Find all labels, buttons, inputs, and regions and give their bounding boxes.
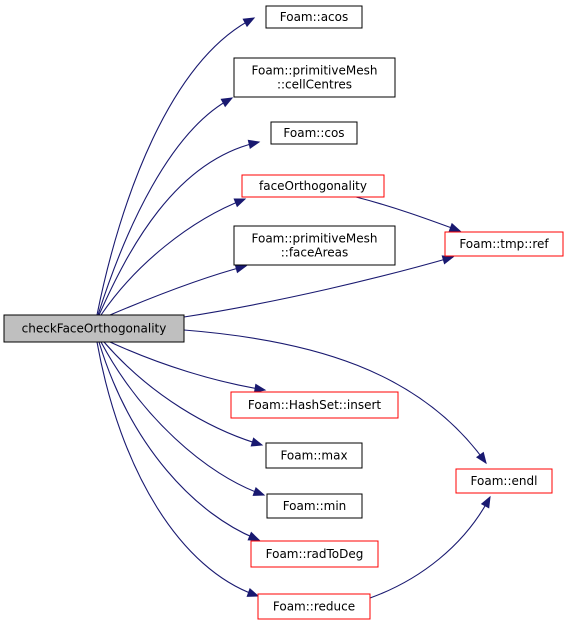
node-box	[257, 593, 371, 620]
node-label: Foam::tmp::ref	[459, 237, 549, 251]
node-box	[270, 121, 358, 145]
node-max[interactable]: Foam::max	[265, 442, 363, 469]
node-endl[interactable]: Foam::endl	[455, 468, 553, 494]
arrowhead	[448, 222, 462, 232]
arrowhead	[246, 587, 260, 597]
arrowhead	[250, 437, 264, 447]
arrowhead	[480, 495, 491, 509]
edge-root-acos	[96, 17, 256, 316]
edge-line	[100, 198, 246, 316]
node-box	[241, 174, 385, 198]
edges-layer	[96, 17, 491, 599]
edge-root-endl	[183, 329, 487, 465]
arrowhead	[233, 198, 247, 208]
edge-line	[369, 496, 491, 599]
arrowhead	[252, 486, 266, 496]
edge-root-cellCentres	[97, 97, 234, 316]
node-radToDeg[interactable]: Foam::radToDeg	[250, 540, 379, 568]
arrowhead	[253, 383, 267, 393]
arrowhead	[242, 17, 256, 28]
arrowhead	[441, 255, 455, 265]
nodes-layer: checkFaceOrthogonality Foam::acosFoam::pr…	[3, 5, 564, 620]
node-box	[265, 5, 363, 29]
edge-faceOrthogonality-tmpRef	[355, 196, 462, 232]
node-cos[interactable]: Foam::cos	[270, 121, 358, 145]
node-min[interactable]: Foam::min	[266, 493, 363, 519]
edge-root-radToDeg	[98, 341, 261, 541]
node-faceAreas[interactable]: Foam::primitiveMesh::faceAreas	[233, 225, 396, 266]
node-label: Foam::cos	[283, 126, 344, 140]
node-label: ::cellCentres	[277, 78, 352, 92]
node-box	[250, 540, 379, 568]
node-label: Foam::HashSet::insert	[248, 398, 381, 412]
node-label: ::faceAreas	[281, 246, 349, 260]
node-label: Foam::min	[283, 499, 347, 513]
edge-line	[100, 341, 265, 496]
arrowhead	[220, 97, 234, 108]
node-reduce[interactable]: Foam::reduce	[257, 593, 371, 620]
edge-line	[96, 17, 255, 316]
edge-line	[109, 341, 266, 391]
arrowhead	[234, 264, 248, 274]
edge-root-faceOrthogonality	[100, 198, 247, 316]
edge-line	[183, 329, 487, 464]
node-tmpRef[interactable]: Foam::tmp::ref	[444, 231, 564, 257]
edge-line	[109, 265, 247, 316]
node-insert[interactable]: Foam::HashSet::insert	[230, 391, 399, 419]
node-label: faceOrthogonality	[259, 179, 367, 193]
node-label: Foam::primitiveMesh	[252, 232, 378, 246]
edge-root-reduce	[96, 341, 260, 597]
node-box	[444, 231, 564, 257]
edge-line	[98, 141, 260, 316]
node-acos[interactable]: Foam::acos	[265, 5, 363, 29]
edge-line	[97, 97, 233, 316]
arrowhead	[247, 139, 261, 150]
node-box	[3, 314, 185, 343]
node-label: Foam::primitiveMesh	[252, 64, 378, 78]
arrowhead	[475, 451, 487, 465]
node-label: Foam::max	[280, 449, 347, 463]
node-cellCentres[interactable]: Foam::primitiveMesh::cellCentres	[233, 57, 396, 98]
node-box	[233, 225, 396, 266]
edge-root-insert	[109, 341, 267, 393]
edge-line	[98, 341, 260, 541]
node-label: Foam::reduce	[273, 600, 355, 614]
node-faceOrthogonality[interactable]: faceOrthogonality	[241, 174, 385, 198]
node-root: checkFaceOrthogonality	[3, 314, 185, 343]
node-box	[455, 468, 553, 494]
node-box	[266, 493, 363, 519]
edge-root-min	[100, 341, 266, 496]
edge-line	[103, 341, 263, 446]
node-box	[230, 391, 399, 419]
edge-reduce-endl	[369, 495, 491, 599]
node-label: checkFaceOrthogonality	[22, 322, 167, 336]
edge-line	[183, 256, 454, 318]
edge-root-cos	[98, 139, 261, 316]
node-box	[233, 57, 396, 98]
arrowhead	[247, 531, 261, 541]
edge-root-max	[103, 341, 264, 447]
edge-root-faceAreas	[109, 264, 248, 316]
node-label: Foam::acos	[280, 10, 349, 24]
node-label: Foam::endl	[471, 474, 538, 488]
node-label: Foam::radToDeg	[266, 547, 364, 561]
node-box	[265, 442, 363, 469]
edge-line	[96, 341, 259, 597]
